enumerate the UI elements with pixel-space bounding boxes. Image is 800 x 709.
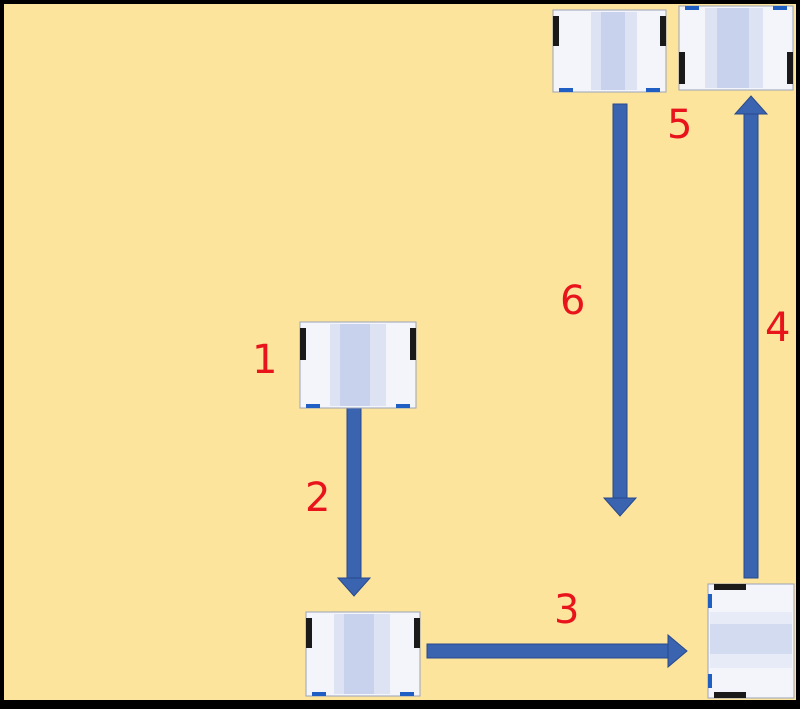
step-label-6: 6 [560,278,586,324]
robot-icon [299,321,417,409]
step-label-4: 4 [765,305,791,351]
robot-icon [552,9,667,93]
arrow-step-6 [602,103,638,517]
robot-icon [678,5,794,91]
arrow-step-3 [426,633,688,669]
step-label-3: 3 [554,587,580,633]
step-label-5: 5 [667,102,693,148]
step-label-2: 2 [305,475,331,521]
step-label-1: 1 [252,337,278,383]
robot-icon [305,611,421,697]
robot-icon [707,583,795,699]
arrow-step-4 [733,95,769,579]
